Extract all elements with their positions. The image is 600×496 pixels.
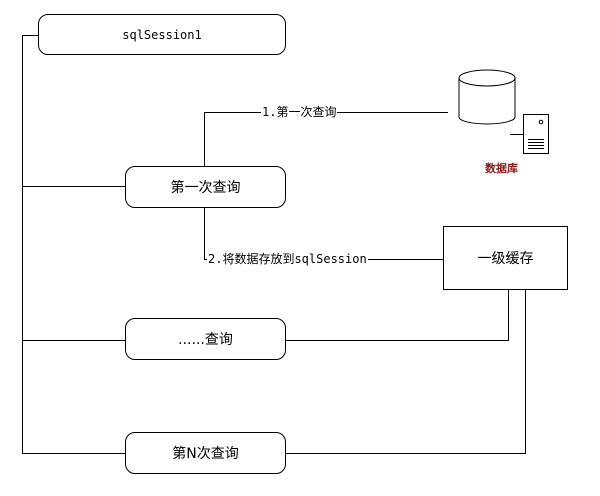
session-node: sqlSession1 xyxy=(38,14,286,55)
server-icon xyxy=(510,114,549,154)
database-cylinder-icon xyxy=(458,69,516,125)
nth-query-label: 第N次查询 xyxy=(172,446,239,462)
session-label: sqlSession1 xyxy=(122,27,202,42)
cache-to-nth xyxy=(286,290,526,454)
ellipsis-query-node: ......查询 xyxy=(125,318,286,360)
edge-label-step2: 2.将数据存放到sqlSession xyxy=(207,252,368,266)
nth-query-node: 第N次查询 xyxy=(125,432,286,474)
edge-label-step1: 1.第一次查询 xyxy=(261,105,338,119)
trunk-line xyxy=(22,35,125,454)
edge-step1 xyxy=(204,112,448,166)
ellipsis-query-label: ......查询 xyxy=(178,332,233,348)
cache-label: 一级缓存 xyxy=(477,251,534,267)
cache-node: 一级缓存 xyxy=(443,226,568,290)
cache-to-ellipsis xyxy=(286,290,509,341)
database-label: 数据库 xyxy=(485,162,518,175)
first-query-label: 第一次查询 xyxy=(170,180,241,196)
first-query-node: 第一次查询 xyxy=(125,166,286,208)
